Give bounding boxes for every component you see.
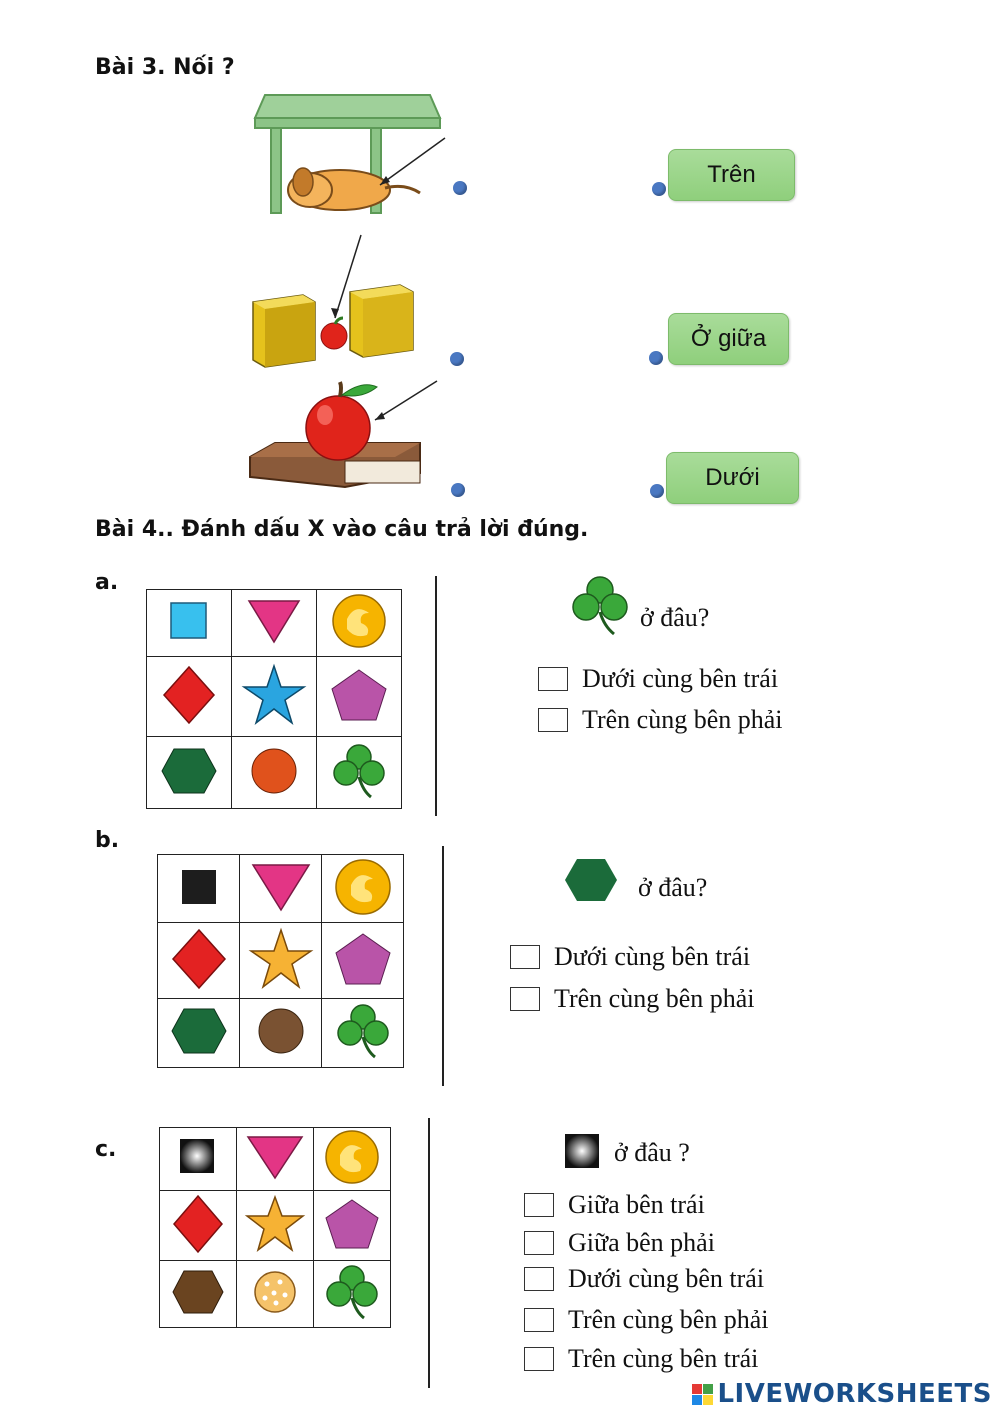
gold-coin-icon [332, 594, 386, 648]
pill-o-giua: Ở giữa [668, 313, 789, 365]
exercise-4-title: Bài 4.. Đánh dấu X vào câu trả lời đúng. [95, 517, 589, 542]
option-a-2-label: Trên cùng bên phải [582, 705, 783, 734]
question-b: ở đâu? [638, 873, 708, 902]
apple-on-book-image [249, 380, 438, 489]
match-dot-right-2[interactable] [649, 351, 663, 365]
checkbox-b-2[interactable] [510, 987, 540, 1011]
option-b-2-label: Trên cùng bên phải [554, 984, 755, 1013]
liveworksheets-logo-icon [692, 1383, 714, 1405]
red-diamond-icon [173, 1194, 223, 1253]
checkbox-a-2[interactable] [538, 708, 568, 732]
option-a-2[interactable]: Trên cùng bên phải [538, 705, 783, 735]
clover-icon [572, 576, 628, 636]
option-a-1[interactable]: Dưới cùng bên trái [538, 664, 778, 694]
clover-icon [326, 1265, 378, 1320]
checkbox-b-1[interactable] [510, 945, 540, 969]
part-b-label: b. [95, 828, 120, 853]
dog-under-table-image [253, 94, 446, 214]
green-hexagon-icon [161, 748, 217, 793]
purple-pentagon-icon [331, 668, 387, 720]
exercise-3-title: Bài 3. Nối ? [95, 55, 235, 80]
gold-coin-icon [334, 858, 391, 915]
option-c-5-label: Trên cùng bên trái [568, 1344, 759, 1373]
pink-triangle-icon [246, 1136, 304, 1180]
option-c-3[interactable]: Dưới cùng bên trái [524, 1264, 764, 1294]
gray-gradient-square-icon [565, 1134, 599, 1168]
green-hexagon-icon [565, 859, 617, 901]
checkbox-c-4[interactable] [524, 1308, 554, 1332]
question-a: ở đâu? [640, 603, 710, 632]
shape-grid-a [146, 589, 402, 809]
divider-c [428, 1118, 430, 1388]
yellow-star-icon [244, 1194, 306, 1252]
match-dot-left-3[interactable] [451, 483, 465, 497]
option-c-1[interactable]: Giữa bên trái [524, 1190, 705, 1220]
option-c-2-label: Giữa bên phải [568, 1228, 715, 1257]
apple-between-boxes-image [252, 234, 414, 368]
shape-grid-b [157, 854, 404, 1068]
match-dot-right-3[interactable] [650, 484, 664, 498]
pill-tren: Trên [668, 149, 795, 201]
black-square-icon [181, 869, 216, 904]
match-dot-left-1[interactable] [453, 181, 467, 195]
purple-pentagon-icon [334, 932, 391, 984]
checkbox-c-1[interactable] [524, 1193, 554, 1217]
checkbox-c-3[interactable] [524, 1267, 554, 1291]
clover-icon [333, 743, 385, 798]
pill-duoi: Dưới [666, 452, 799, 504]
brown-hexagon-icon [172, 1270, 224, 1314]
green-hexagon-icon [170, 1008, 227, 1054]
blue-star-icon [241, 663, 307, 725]
part-a-label: a. [95, 570, 119, 595]
match-dot-right-1[interactable] [652, 182, 666, 196]
option-b-1-label: Dưới cùng bên trái [554, 942, 751, 971]
pink-triangle-icon [251, 863, 310, 911]
divider-a [435, 576, 437, 816]
pill-tren-label: Trên [707, 161, 756, 188]
dotted-cookie-icon [254, 1271, 296, 1313]
red-diamond-icon [162, 665, 216, 724]
option-b-1[interactable]: Dưới cùng bên trái [510, 942, 750, 972]
gray-gradient-square-icon [180, 1139, 214, 1173]
gold-coin-icon [325, 1130, 379, 1184]
option-c-2[interactable]: Giữa bên phải [524, 1228, 715, 1258]
blue-square-icon [170, 602, 207, 639]
checkbox-a-1[interactable] [538, 667, 568, 691]
checkbox-c-5[interactable] [524, 1347, 554, 1371]
red-diamond-icon [171, 928, 226, 989]
brown-circle-icon [258, 1008, 303, 1054]
orange-circle-icon [251, 748, 297, 793]
match-dot-left-2[interactable] [450, 352, 464, 366]
liveworksheets-logo-text: LIVEWORKSHEETS [717, 1379, 992, 1409]
pill-o-giua-label: Ở giữa [690, 325, 767, 352]
yellow-star-icon [248, 927, 313, 989]
option-c-4[interactable]: Trên cùng bên phải [524, 1305, 769, 1335]
checkbox-c-2[interactable] [524, 1231, 554, 1255]
pill-duoi-label: Dưới [705, 464, 760, 491]
divider-b [442, 846, 444, 1086]
option-c-4-label: Trên cùng bên phải [568, 1305, 769, 1334]
purple-pentagon-icon [325, 1198, 379, 1248]
part-c-label: c. [95, 1137, 117, 1162]
liveworksheets-logo: LIVEWORKSHEETS [692, 1379, 992, 1409]
option-c-5[interactable]: Trên cùng bên trái [524, 1344, 758, 1374]
grid-a-square-cell [146, 589, 232, 657]
option-c-1-label: Giữa bên trái [568, 1190, 705, 1219]
option-c-3-label: Dưới cùng bên trái [568, 1264, 765, 1293]
clover-icon [336, 1004, 389, 1059]
pink-triangle-icon [247, 600, 301, 644]
question-c: ở đâu ? [614, 1138, 690, 1167]
option-b-2[interactable]: Trên cùng bên phải [510, 984, 755, 1014]
option-a-1-label: Dưới cùng bên trái [582, 664, 779, 693]
shape-grid-c [159, 1127, 391, 1328]
